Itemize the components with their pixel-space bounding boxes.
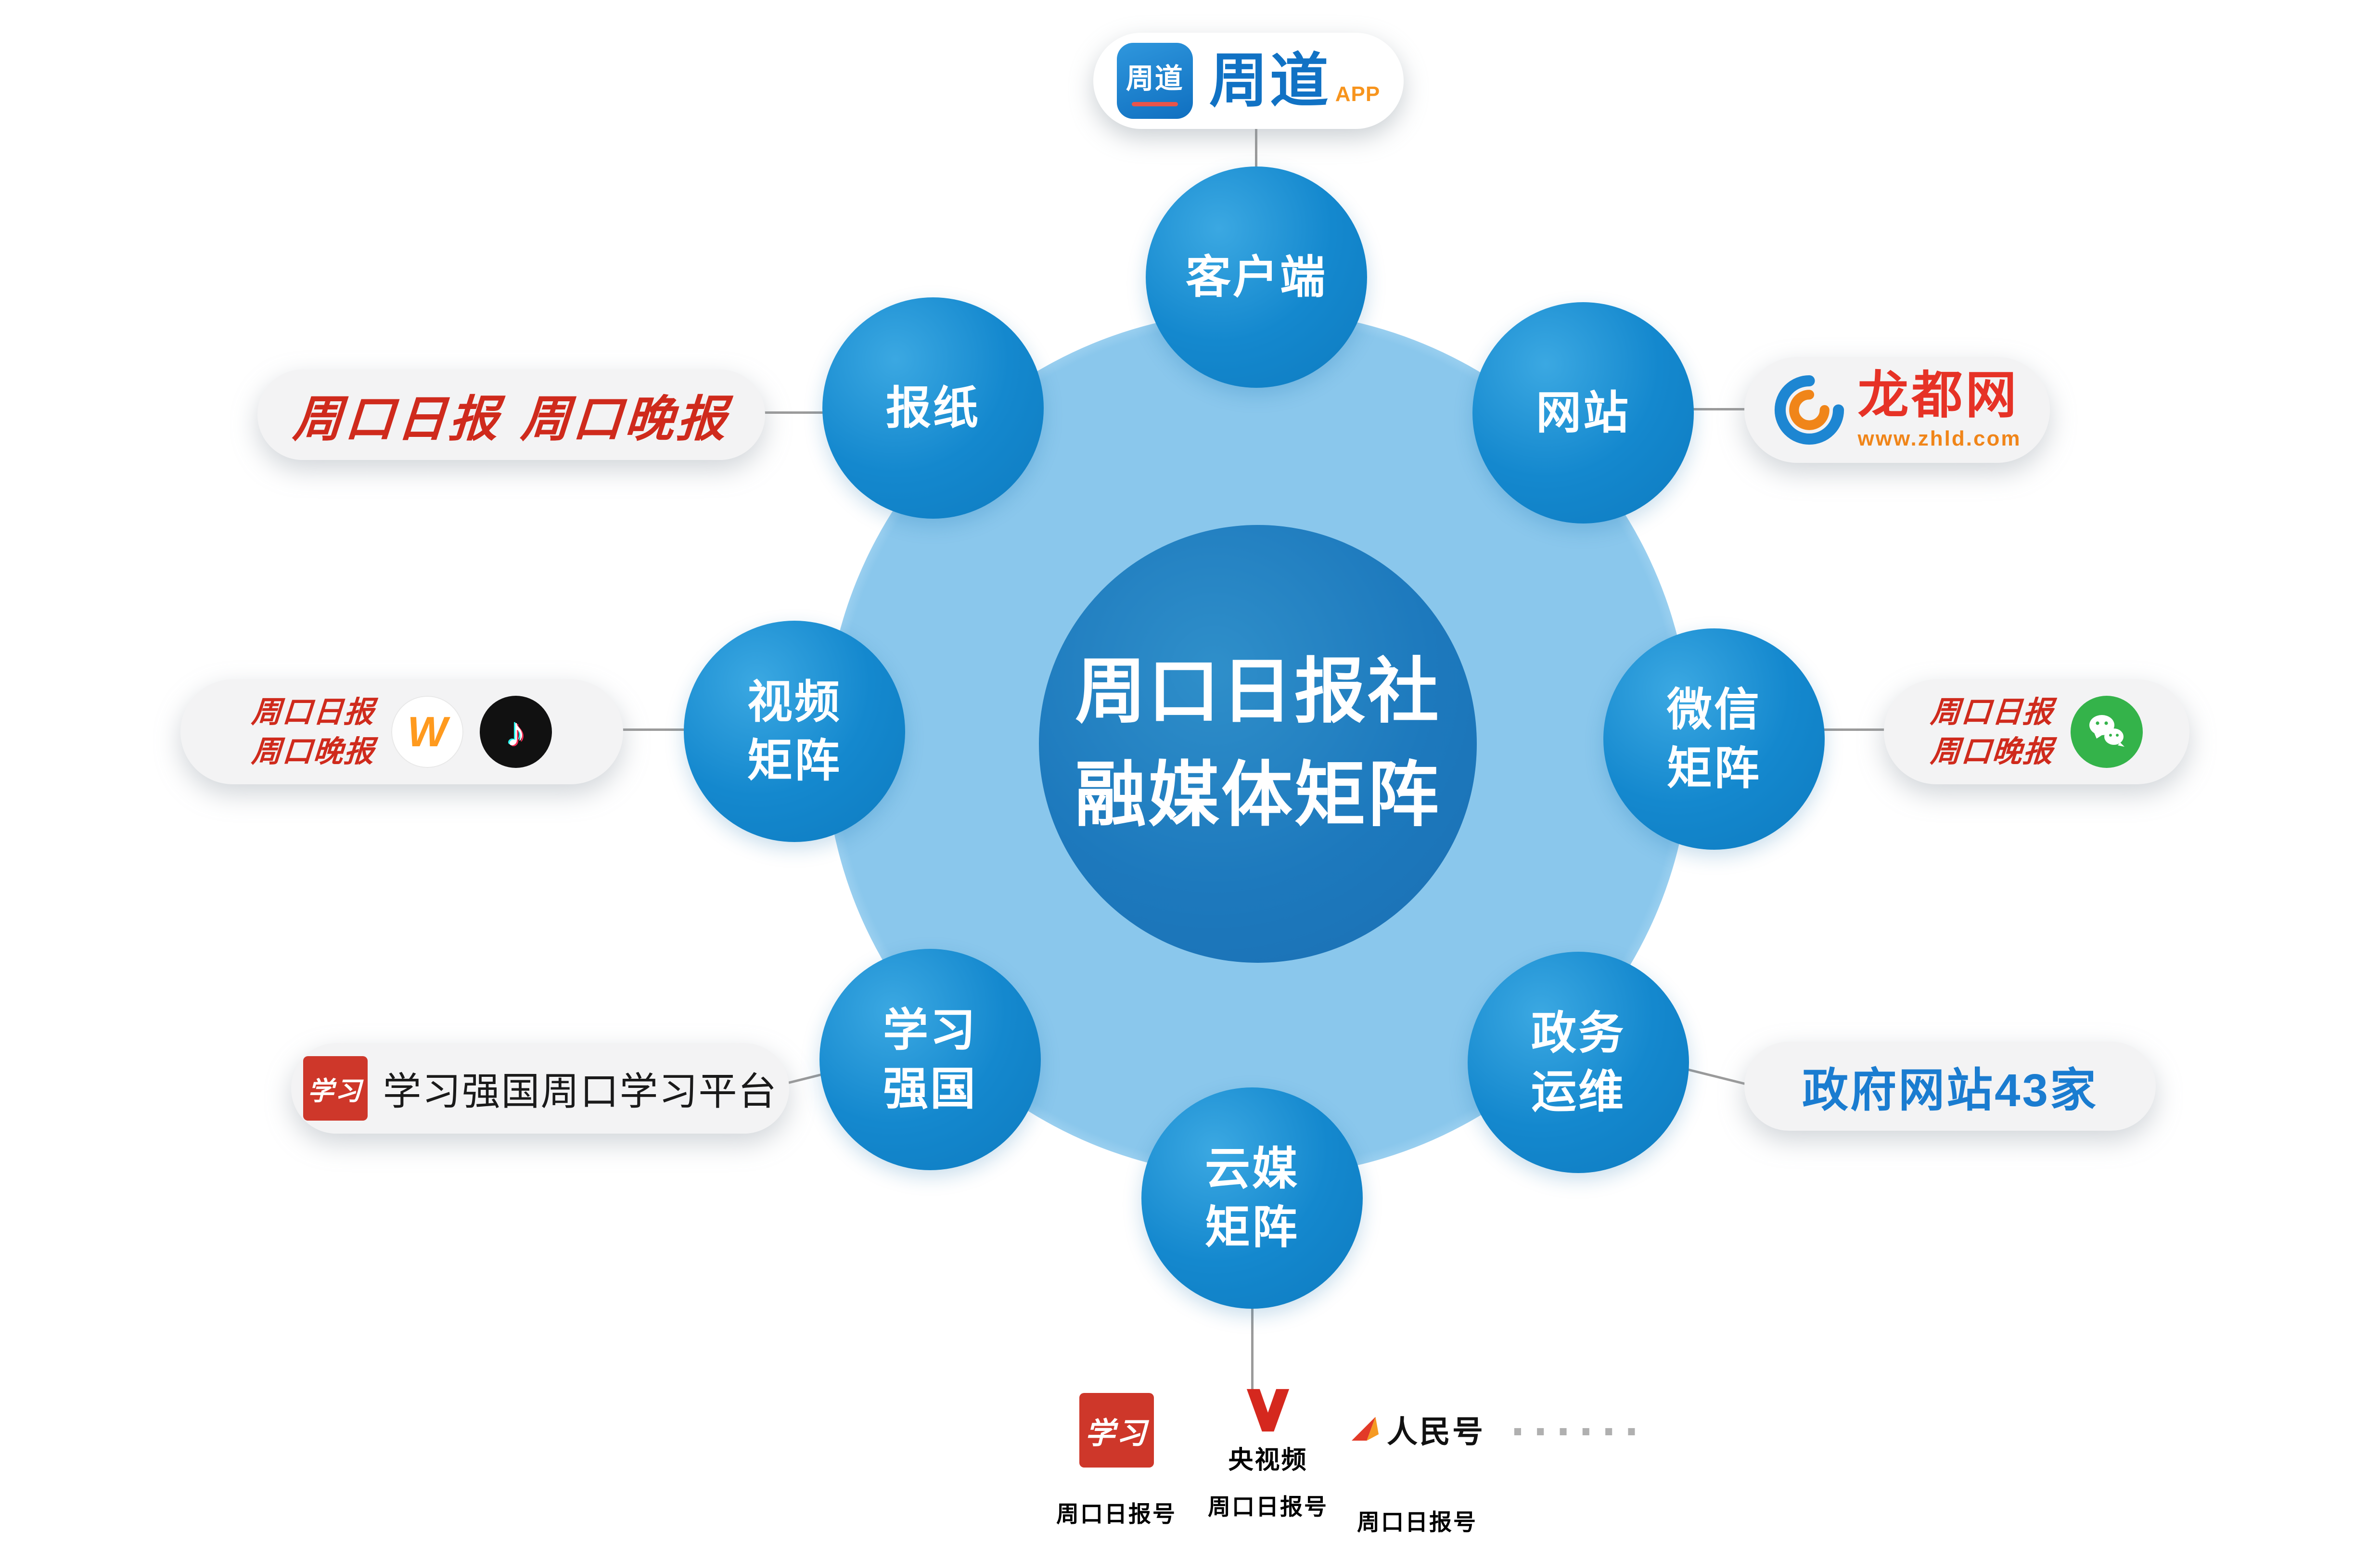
ellipsis-dots: ······ bbox=[1511, 1405, 1648, 1458]
node-gov-label: 政务 运维 bbox=[1531, 1007, 1625, 1117]
zhoudao-app-icon: 周道 bbox=[1116, 43, 1193, 119]
video-brand-line1: 周口日报 bbox=[250, 694, 376, 729]
zhoudao-app-badge: 周道 周道 APP bbox=[1093, 33, 1404, 129]
node-website-label: 网站 bbox=[1535, 387, 1630, 438]
cloud-item-yangshipin: 央视频 周口日报号 bbox=[1208, 1387, 1327, 1521]
xuexi-logo: 学习 bbox=[303, 1056, 368, 1121]
zhoudao-wordmark: 周道 APP bbox=[1209, 51, 1380, 110]
connector-gov bbox=[1683, 1067, 1749, 1086]
weishi-icon: W bbox=[391, 696, 463, 768]
xuexi-platform-text: 学习强国周口学习平台 bbox=[383, 1070, 778, 1113]
xuexi-logo-text: 学习 bbox=[307, 1075, 363, 1106]
longdu-swirl-icon bbox=[1774, 375, 1844, 445]
zhoudao-name: 周道 bbox=[1209, 48, 1331, 114]
gov-websites-label: 政府网站43家 bbox=[1744, 1042, 2156, 1131]
renminhao-wordmark: 人民号 bbox=[1349, 1407, 1485, 1452]
node-website: 网站 bbox=[1472, 302, 1694, 524]
wechat-bubbles bbox=[2089, 715, 2124, 747]
xuexi-app-icon-text: 学习 bbox=[1085, 1415, 1148, 1451]
xuexi-app-icon: 学习 bbox=[1079, 1393, 1154, 1468]
node-wechat-matrix: 微信 矩阵 bbox=[1603, 628, 1825, 850]
longdu-website-label: 龙都网 www.zhld.com bbox=[1744, 357, 2050, 463]
connector-cloud bbox=[1251, 1305, 1254, 1389]
node-wechat-label: 微信 矩阵 bbox=[1666, 684, 1761, 793]
wechat-icon bbox=[2070, 696, 2143, 768]
longdu-name: 龙都网 bbox=[1857, 367, 2020, 424]
node-xuexi-label: 学习 强国 bbox=[883, 1004, 977, 1114]
zhoudao-app-suffix: APP bbox=[1335, 82, 1381, 106]
connector-paper bbox=[758, 411, 835, 414]
cloud-item-yangshipin-caption: 周口日报号 bbox=[1208, 1494, 1328, 1519]
renminhao-name: 人民号 bbox=[1387, 1415, 1485, 1449]
node-paper: 报纸 bbox=[822, 297, 1044, 519]
gov-websites-text: 政府网站43家 bbox=[1802, 1065, 2098, 1116]
cloud-item-xuexi-caption: 周口日报号 bbox=[1056, 1501, 1177, 1527]
weishi-glyph: W bbox=[407, 708, 448, 755]
zhoudao-icon-text: 周道 bbox=[1126, 63, 1184, 94]
connector-video bbox=[618, 728, 693, 731]
node-paper-label: 报纸 bbox=[885, 382, 980, 433]
cloud-item-renminhao: 人民号 周口日报号 bbox=[1347, 1407, 1487, 1537]
cloud-item-xuexi: 学习 周口日报号 bbox=[1056, 1393, 1177, 1529]
cloud-item-renminhao-caption: 周口日报号 bbox=[1357, 1509, 1477, 1535]
node-client-label: 客户端 bbox=[1185, 251, 1327, 302]
node-cloud-matrix: 云媒 矩阵 bbox=[1141, 1087, 1363, 1309]
video-matrix-label: 周口日报 周口晚报 W ♪ bbox=[180, 679, 623, 784]
video-brand-stack: 周口日报 周口晚报 bbox=[250, 694, 376, 770]
wechat-brand-line1: 周口日报 bbox=[1929, 694, 2056, 729]
renminhao-icon bbox=[1351, 1417, 1379, 1441]
longdu-text-col: 龙都网 www.zhld.com bbox=[1858, 369, 2022, 450]
wechat-accounts-label: 周口日报 周口晚报 bbox=[1884, 679, 2189, 784]
longdu-url: www.zhld.com bbox=[1857, 426, 2022, 450]
zhoudao-icon-tagline bbox=[1131, 102, 1178, 106]
connector-wechat bbox=[1821, 728, 1891, 731]
node-video-matrix: 视频 矩阵 bbox=[684, 621, 905, 842]
paper-brands-text: 周口日报 周口晚报 bbox=[291, 390, 731, 448]
xuexi-platform-label: 学习 学习强国周口学习平台 bbox=[291, 1043, 789, 1134]
connector-zhoudao-client bbox=[1255, 127, 1257, 175]
yangshipin-name: 央视频 bbox=[1228, 1446, 1308, 1474]
node-client: 客户端 bbox=[1146, 166, 1367, 388]
node-gov-ops: 政务 运维 bbox=[1468, 952, 1689, 1173]
wechat-brand-line2: 周口晚报 bbox=[1929, 734, 2056, 769]
node-cloud-label: 云媒 矩阵 bbox=[1204, 1143, 1299, 1252]
paper-brands-label: 周口日报 周口晚报 bbox=[257, 370, 765, 460]
hub-core: 周口日报社 融媒体矩阵 bbox=[1039, 525, 1477, 963]
hub-title: 周口日报社 融媒体矩阵 bbox=[1075, 652, 1441, 835]
connector-website bbox=[1687, 408, 1754, 410]
douyin-icon: ♪ bbox=[480, 696, 552, 768]
node-video-label: 视频 矩阵 bbox=[747, 676, 842, 786]
wechat-brand-stack: 周口日报 周口晚报 bbox=[1929, 694, 2056, 770]
douyin-glyph: ♪ bbox=[506, 709, 526, 754]
node-xuexi: 学习 强国 bbox=[819, 949, 1041, 1170]
video-brand-line2: 周口晚报 bbox=[250, 734, 376, 769]
yangshipin-icon bbox=[1246, 1389, 1290, 1432]
